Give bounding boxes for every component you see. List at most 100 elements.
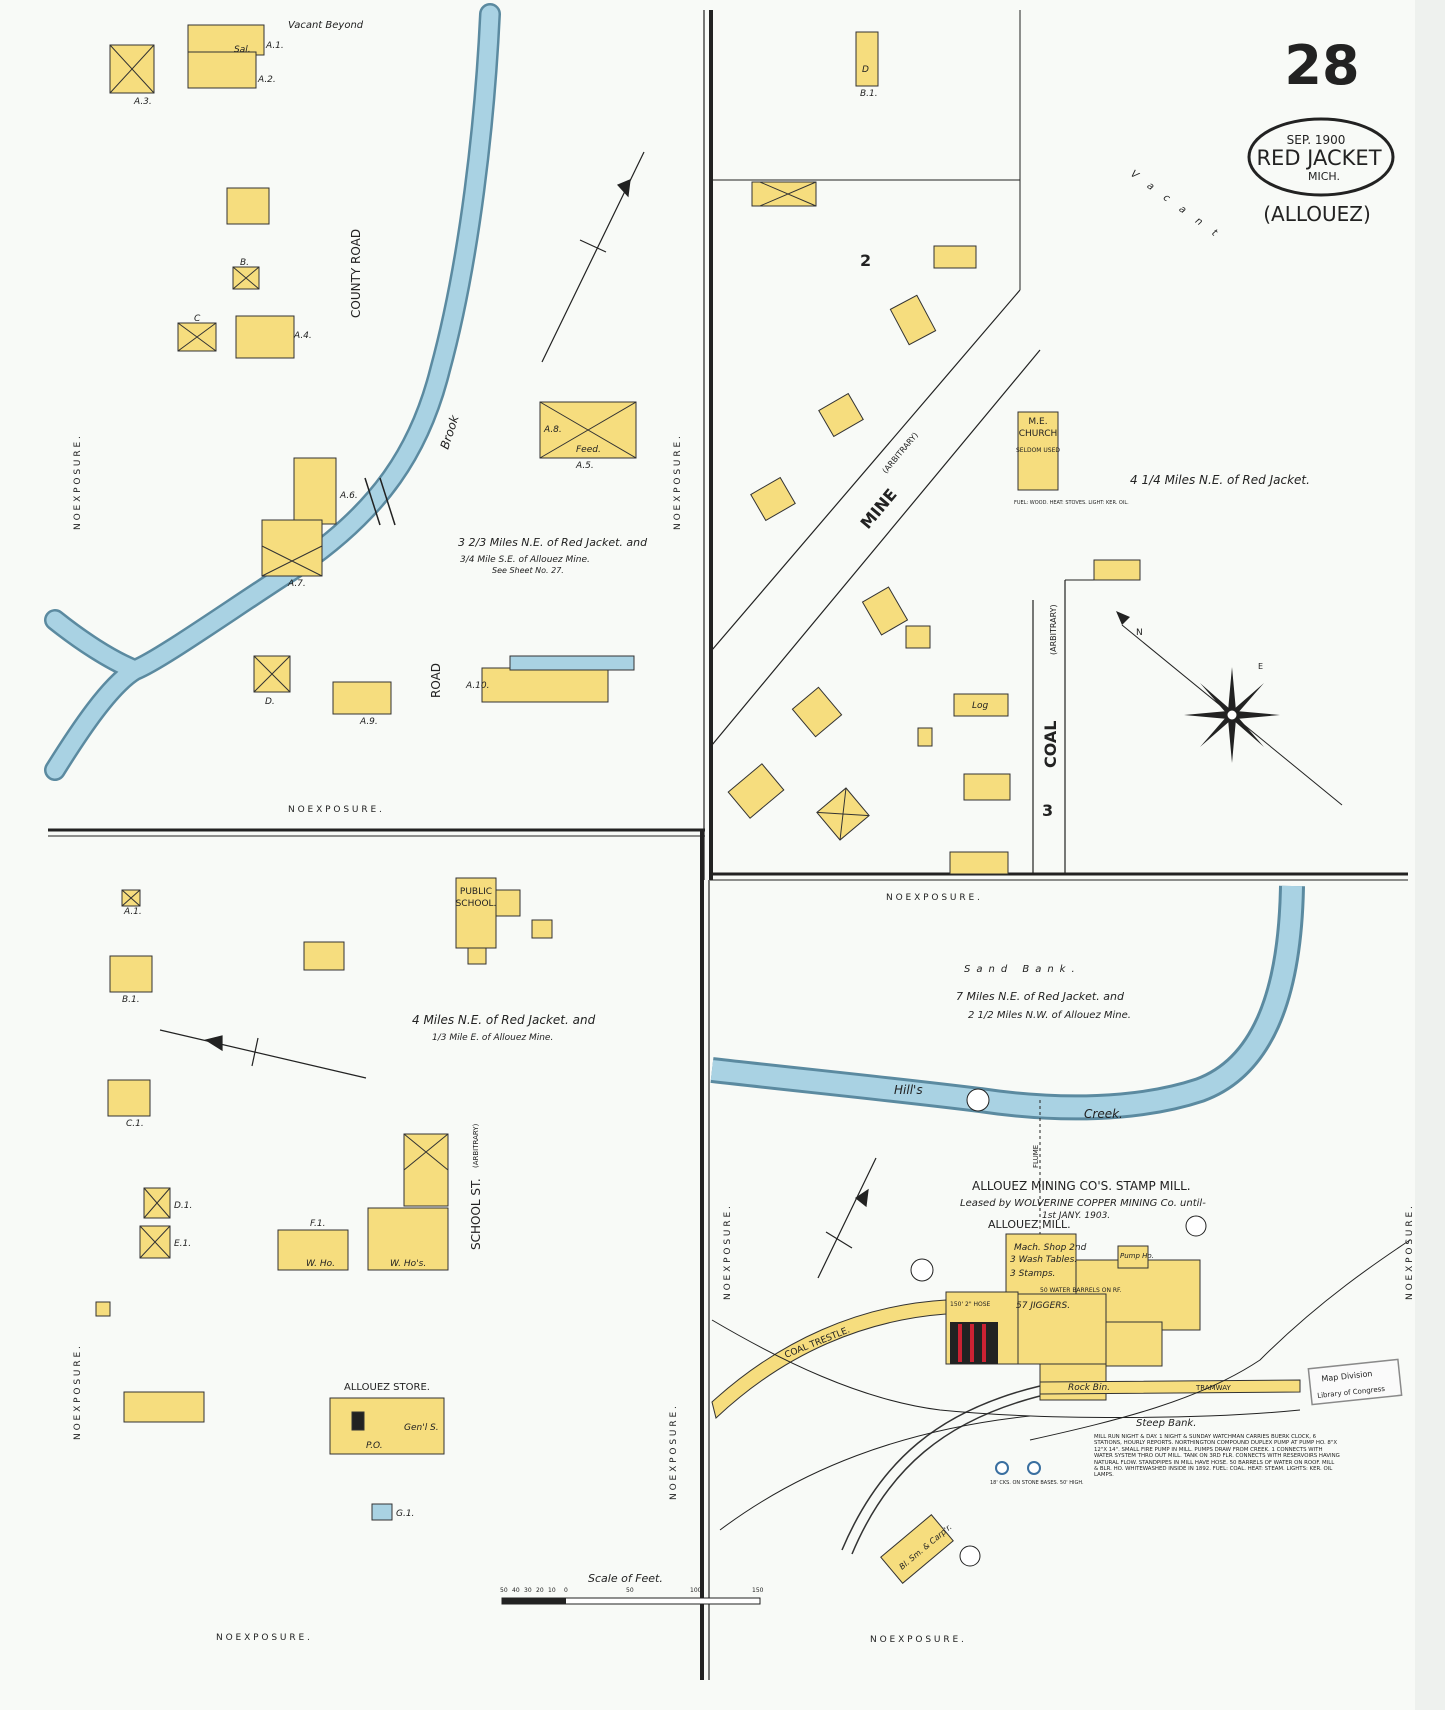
scale-title: Scale of Feet.	[588, 1572, 663, 1585]
pump-house	[1117, 1245, 1149, 1269]
label-a2: A.2.	[257, 75, 276, 85]
mill-title: ALLOUEZ MINING CO'S. STAMP MILL.	[972, 1179, 1191, 1193]
brook-bridge-line-2	[364, 477, 381, 526]
buildings-ne	[727, 31, 1141, 875]
hydrant-60	[959, 1545, 981, 1567]
compass-rose: N E	[1116, 611, 1343, 806]
svg-text:N: N	[1136, 628, 1143, 638]
building-log-1	[953, 693, 1009, 717]
building-ne-13	[949, 851, 1009, 875]
exposure-sw-left: N O E X P O S U R E .	[73, 1346, 83, 1440]
allouez-store-building	[329, 1397, 445, 1455]
building-ne-2	[933, 245, 977, 269]
north-arrow-se	[817, 1157, 877, 1279]
block-3-number: 3	[1042, 801, 1053, 820]
hose-label: 150' 2" HOSE	[950, 1301, 991, 1308]
hydrant-6	[910, 1258, 934, 1282]
state-name: MICH.	[1308, 170, 1340, 183]
building-a2	[187, 51, 257, 89]
building-a7	[261, 519, 323, 577]
tanks-label: 18' CKS. ON STONE BASES. 50' HIGH.	[990, 1480, 1084, 1486]
building-row-top	[751, 181, 817, 207]
building-ne-6	[861, 586, 909, 636]
exposure-se-top: N O E X P O S U R E .	[886, 893, 980, 903]
building-a9	[332, 681, 392, 715]
creek-label: Creek.	[1084, 1107, 1123, 1121]
mine-street-edge-1	[711, 289, 1021, 651]
pump-ho-label: Pump Ho.	[1120, 1252, 1154, 1260]
label-e1-sw: E.1.	[174, 1239, 191, 1249]
svg-text:E: E	[1258, 662, 1263, 671]
tramway	[1039, 1379, 1301, 1395]
library-stamp: Map Division Library of Congress	[1307, 1358, 1403, 1406]
church-building	[1017, 411, 1059, 491]
hill-contour	[1029, 1239, 1411, 1441]
mill-main-upper	[1005, 1233, 1077, 1295]
exposure-nw-left: N O E X P O S U R E .	[73, 436, 83, 530]
mill-middle	[1009, 1293, 1107, 1365]
flume-label: FLUME	[1032, 1145, 1040, 1168]
location-note-nw: 3 2/3 Miles N.E. of Red Jacket. and 3/4 …	[458, 536, 648, 575]
building-ne-7	[905, 625, 931, 649]
building-b1	[855, 31, 879, 87]
label-d1-sw: D.1.	[174, 1201, 192, 1211]
building-log-2	[1093, 559, 1141, 581]
store-po: P.O.	[366, 1441, 383, 1451]
mill-name: ALLOUEZ MILL.	[988, 1218, 1071, 1231]
mill-lease-1: Leased by WOLVERINE COPPER MINING Co. un…	[960, 1198, 1206, 1209]
building-ne-5	[750, 476, 796, 522]
tramway-label: TRAMWAY	[1195, 1384, 1231, 1392]
buildings-nw	[109, 24, 637, 715]
mill-notes-text: MILL RUN NIGHT & DAY. 1 NIGHT & SUNDAY W…	[1094, 1434, 1340, 1479]
north-arrow-nw	[541, 151, 645, 363]
label-a4: A.4.	[293, 331, 312, 341]
building-sw-small	[95, 1301, 111, 1317]
mill-notes-box: MILL RUN NIGHT & DAY. 1 NIGHT & SUNDAY W…	[1094, 1434, 1340, 1479]
church-fuel: FUEL: WOOD. HEAT: STOVES. LIGHT: KER. OI…	[1014, 500, 1129, 506]
block-2-number: 2	[860, 251, 871, 270]
stamps-label: 3 Stamps.	[1010, 1269, 1055, 1279]
steep-bank-label: Steep Bank.	[1136, 1418, 1196, 1429]
building-ne-10	[963, 773, 1011, 801]
building-w-hos	[367, 1207, 449, 1271]
label-b1-sw: B.1.	[122, 995, 140, 1005]
sw-location-1: 4 Miles N.E. of Red Jacket. and	[412, 1013, 596, 1027]
scale-bar-fill	[502, 1598, 566, 1604]
label-f1-sw: F.1.	[310, 1219, 325, 1229]
coal-street-label: COAL	[1041, 721, 1060, 769]
town-name: RED JACKET	[1256, 146, 1381, 170]
scale-tick-2: 30	[524, 1587, 532, 1594]
building-a4	[235, 315, 295, 359]
building-a10-store	[481, 667, 609, 703]
exposure-sw-bottom: N O E X P O S U R E .	[216, 1633, 310, 1643]
label-w-hos: W. Ho's.	[390, 1259, 426, 1269]
brook-bridge-line-1	[379, 477, 396, 526]
label-d-ne: D	[862, 65, 869, 75]
hydrant-0	[966, 1088, 990, 1112]
building-ne-4	[818, 392, 864, 438]
coal-street-note: (ARBITRARY)	[1049, 604, 1058, 655]
panel-frame	[48, 10, 1408, 1680]
title-oval	[1247, 117, 1395, 197]
building-a1	[187, 24, 265, 56]
label-a9: A.9.	[359, 717, 378, 727]
exposure-nw-right: N O E X P O S U R E .	[673, 436, 683, 530]
sw-location-2: 1/3 Mile E. of Allouez Mine.	[432, 1033, 553, 1043]
building-f1	[277, 1229, 349, 1271]
label-a10: A.10.	[465, 681, 490, 691]
store-gen-s: Gen'l S.	[404, 1423, 439, 1433]
sheet-date: SEP. 1900	[1287, 133, 1346, 147]
label-a1-sw: A.1.	[123, 907, 142, 917]
sheet-number: 28	[1284, 34, 1359, 97]
mine-street-edge-2	[711, 349, 1041, 746]
exposure-se-bottom: N O E X P O S U R E .	[870, 1635, 964, 1645]
scale-tick-6: 50	[626, 1587, 634, 1594]
right-margin-strip	[1415, 0, 1445, 1710]
label-sal: Sal.	[234, 45, 251, 55]
label-a8: A.8.	[543, 425, 562, 435]
label-b: B.	[240, 258, 249, 268]
label-log-ne: Log	[972, 701, 989, 711]
mach-shop-label: Mach. Shop 2nd	[1014, 1243, 1087, 1253]
building-ne-11	[727, 763, 785, 819]
